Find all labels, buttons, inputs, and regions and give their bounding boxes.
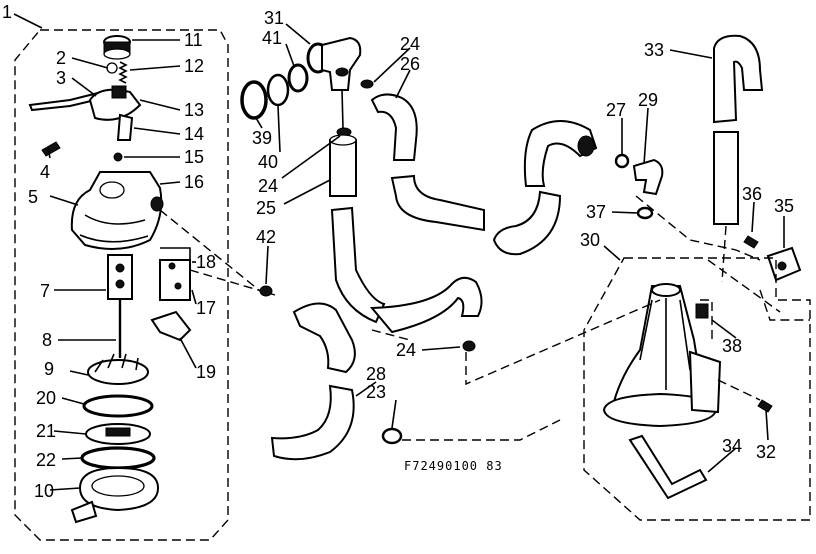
hose-elbow-right (523, 120, 598, 187)
label-part-5: 5 (28, 187, 38, 207)
label-part-39: 39 (252, 128, 272, 148)
part-35-bracket (766, 246, 802, 282)
part-26-hose (370, 93, 418, 161)
label-part-1: 1 (2, 2, 12, 22)
part-32-screw (757, 399, 773, 413)
part-27-washer (614, 153, 630, 169)
label-part-23: 23 (366, 382, 386, 402)
part-24-clamp-mid (462, 340, 476, 352)
label-part-24-a: 24 (258, 176, 278, 196)
leader-lines-left (13, 13, 276, 491)
hose-28-curve (270, 384, 355, 461)
label-part-4: 4 (40, 162, 50, 182)
label-part-28: 28 (366, 364, 386, 384)
part-12-spring (118, 61, 128, 84)
part-10-pump-cover (70, 466, 160, 524)
label-part-35: 35 (774, 196, 794, 216)
part-29-elbow-fitting (632, 158, 664, 196)
label-part-24-b: 24 (400, 34, 420, 54)
part-23-clamp (381, 427, 403, 445)
part-9-impeller (87, 353, 149, 385)
label-part-12: 12 (184, 56, 204, 76)
label-part-30: 30 (580, 230, 600, 250)
part-33-hose (713, 34, 764, 124)
hose-33-lower (713, 131, 739, 225)
part-17-18-clip (159, 247, 191, 301)
part-36-screw (743, 235, 759, 249)
part-30-assembly-boundary (583, 257, 811, 521)
label-part-3: 3 (56, 68, 66, 88)
part-34-strap (628, 434, 708, 500)
label-part-29: 29 (638, 90, 658, 110)
part-2-pin (106, 62, 118, 74)
label-part-26: 26 (400, 54, 420, 74)
part-5-16-pump-housing (70, 171, 164, 250)
label-part-17: 17 (196, 298, 216, 318)
part-15-washer (113, 152, 123, 162)
label-part-11: 11 (184, 30, 203, 50)
label-part-41: 41 (262, 28, 282, 48)
hose-26-lower (390, 174, 485, 232)
label-part-40: 40 (258, 152, 278, 172)
label-part-38: 38 (722, 336, 742, 356)
part-42-clamp (259, 285, 273, 297)
label-part-15: 15 (184, 147, 204, 167)
label-part-32: 32 (756, 442, 776, 462)
part-19-bracket (150, 310, 192, 342)
dashed-connectors (371, 195, 810, 441)
label-part-19: 19 (196, 362, 216, 382)
part-22-seal-ring (80, 446, 156, 470)
part-24-clamp-top (360, 79, 374, 89)
drawing-code: F72490100 83 (404, 459, 503, 473)
label-part-2: 2 (56, 48, 66, 68)
label-part-42: 42 (256, 227, 276, 247)
hose-elbow-right-lower (492, 190, 562, 256)
label-part-21: 21 (36, 421, 56, 441)
label-part-34: 34 (722, 436, 742, 456)
part-11-cap (103, 35, 131, 60)
label-part-9: 9 (44, 359, 54, 379)
label-part-31: 31 (264, 8, 284, 28)
pump-assembly-boundary (14, 29, 229, 541)
part-4-screw (41, 141, 61, 157)
label-part-13: 13 (184, 100, 204, 120)
label-part-10: 10 (34, 481, 54, 501)
part-25-connector (329, 127, 357, 197)
label-part-8: 8 (42, 330, 52, 350)
label-part-36: 36 (742, 184, 762, 204)
label-part-25: 25 (256, 198, 276, 218)
leader-lines-right (255, 23, 785, 473)
label-part-16: 16 (184, 172, 204, 192)
label-part-37: 37 (586, 202, 606, 222)
part-37-clamp (636, 206, 654, 220)
part-21-plate (85, 423, 151, 445)
part-30-gearcase (602, 283, 722, 428)
part-39-40-41-rings (240, 63, 309, 120)
part-31-valve-elbow (306, 36, 362, 91)
part-7-bracket (107, 254, 133, 300)
label-part-33: 33 (644, 40, 664, 60)
label-part-20: 20 (36, 388, 56, 408)
label-part-18: 18 (196, 252, 216, 272)
part-20-gasket (82, 394, 154, 418)
part-13-14-valve-body (88, 85, 142, 141)
label-part-27: 27 (606, 100, 626, 120)
label-part-24-c: 24 (396, 340, 416, 360)
hose-vertical (330, 206, 386, 324)
label-part-14: 14 (184, 124, 204, 144)
hose-s-center (369, 276, 483, 334)
part-28-hose (292, 302, 356, 374)
label-part-22: 22 (36, 450, 56, 470)
label-part-7: 7 (40, 281, 50, 301)
